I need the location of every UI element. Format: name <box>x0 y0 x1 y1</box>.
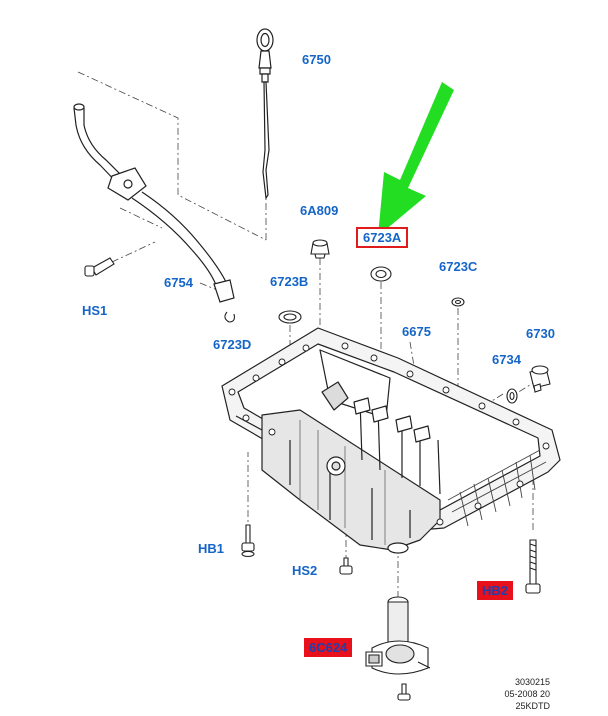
dipstick-tube-part-6754 <box>73 103 235 303</box>
bolt-HB2 <box>525 539 541 594</box>
gasket-6723B <box>278 310 302 324</box>
drain-plug-6730 <box>529 365 551 393</box>
reference-date: 05-2008 20 <box>504 689 550 699</box>
label-HS1: HS1 <box>82 303 108 318</box>
dipstick-part-6750 <box>256 28 274 200</box>
label-6723A-highlighted: 6723A <box>356 227 409 248</box>
washer-6723C <box>451 297 465 307</box>
label-6730: 6730 <box>526 326 555 341</box>
label-6734: 6734 <box>492 352 521 367</box>
label-6723C: 6723C <box>439 259 478 274</box>
label-HB2-highlighted: HB2 <box>477 581 514 600</box>
label-HS2: HS2 <box>292 563 318 578</box>
diagram-reference-block: 3030215 05-2008 20 25KDTD <box>504 676 550 712</box>
plug-6A809 <box>310 239 330 259</box>
washer-6734 <box>506 388 518 404</box>
oil-pan-part-6675 <box>221 327 561 554</box>
bolt-HS2 <box>339 557 353 575</box>
o-ring-6723D <box>224 311 235 323</box>
label-6754: 6754 <box>164 275 193 290</box>
bolt-HS1 <box>84 257 115 277</box>
label-6723B: 6723B <box>270 274 309 289</box>
label-HB1: HB1 <box>198 541 225 556</box>
gasket-6723A <box>370 266 392 282</box>
label-6750: 6750 <box>302 52 331 67</box>
reference-code: 25KDTD <box>515 701 550 711</box>
green-pointer-arrow <box>378 82 454 236</box>
label-6C624-highlighted: 6C624 <box>304 638 353 657</box>
label-6723D: 6723D <box>213 337 252 352</box>
label-6A809: 6A809 <box>300 203 339 218</box>
bolt-HB1 <box>241 524 255 558</box>
label-6675: 6675 <box>402 324 431 339</box>
reference-number: 3030215 <box>514 677 550 687</box>
oil-level-sensor-6C624 <box>365 596 431 701</box>
